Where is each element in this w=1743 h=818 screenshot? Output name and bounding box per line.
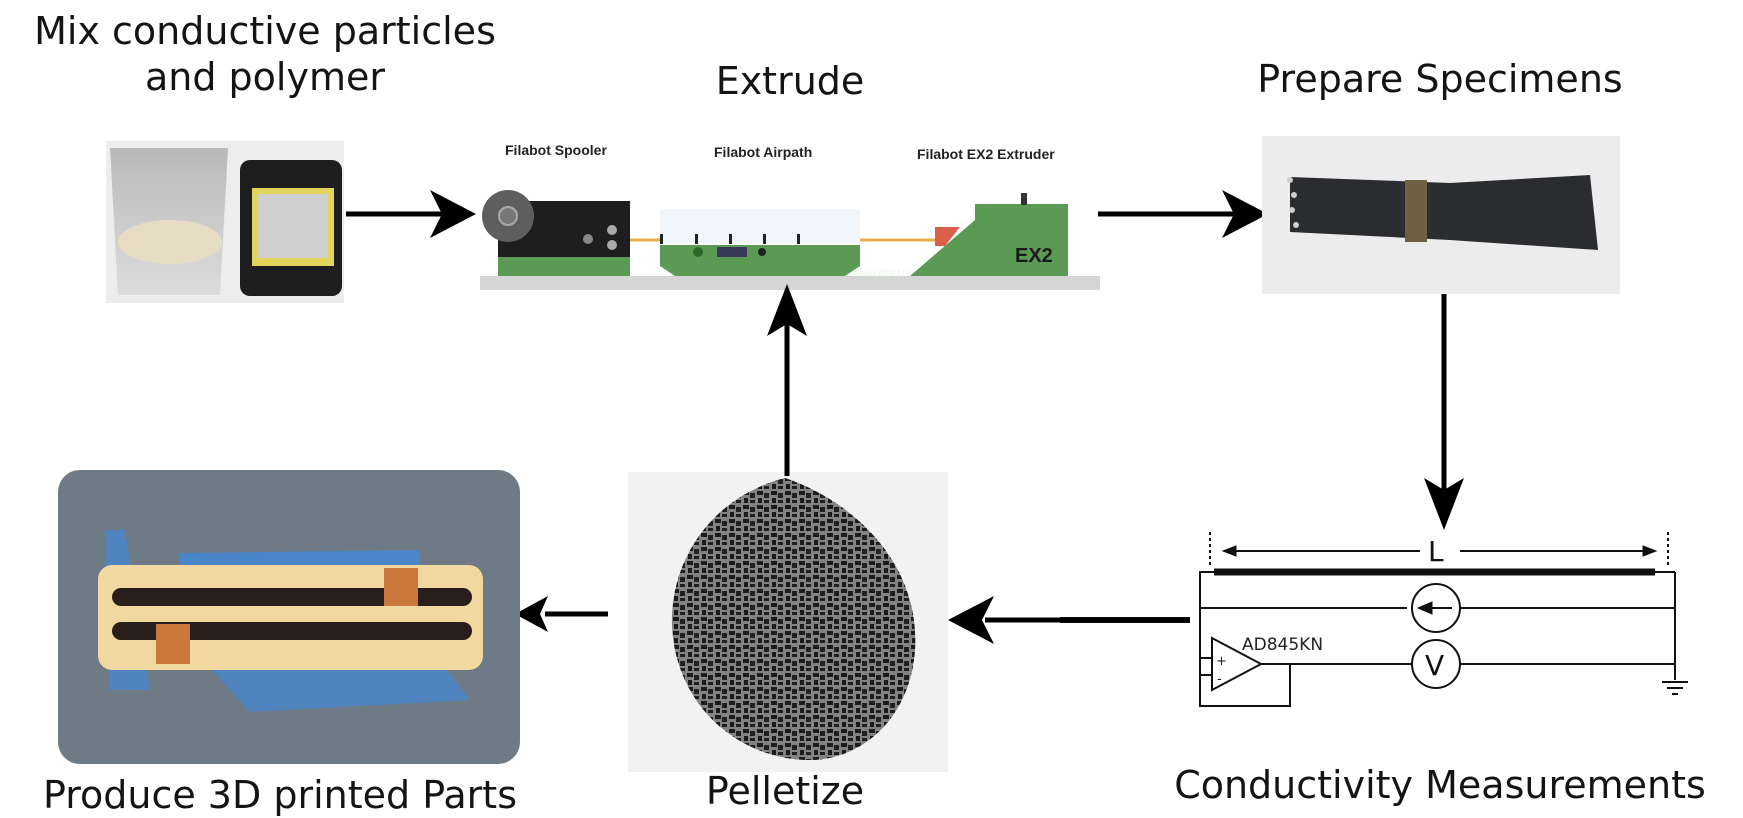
- opamp-symbol: [1211, 636, 1264, 692]
- ground-icon: [1662, 681, 1688, 695]
- extrusion-line: EX2: [480, 190, 1100, 290]
- specimens-photo: [1262, 136, 1620, 294]
- pelletize-step-title: Pelletize: [705, 769, 865, 813]
- mix-title-line1: Mix conductive particles: [34, 9, 496, 53]
- filabot-spooler: [482, 190, 630, 276]
- filabot-ex2-extruder: EX2: [910, 193, 1068, 276]
- spooler-label: Filabot Spooler: [505, 142, 607, 158]
- prepare-step-title: Prepare Specimens: [1257, 57, 1623, 101]
- printed-part: [98, 565, 483, 670]
- conductivity-step-title: Conductivity Measurements: [1174, 763, 1706, 807]
- opamp-minus: -: [1217, 672, 1222, 687]
- mix-title-line2: and polymer: [144, 55, 385, 99]
- copper-tape-1: [384, 568, 418, 606]
- extruder-nozzle: [935, 227, 960, 246]
- arrow-mix-to-extrude: [346, 190, 476, 238]
- polymer-powder: [118, 220, 222, 264]
- filabot-airpath: [660, 209, 860, 276]
- arrow-extrude-to-prepare: [1098, 190, 1268, 238]
- arrow-prepare-to-conductivity: [1424, 294, 1464, 530]
- base-platform: [480, 276, 1100, 290]
- opamp-label: AD845KN: [1242, 635, 1323, 655]
- mix-photo: [106, 141, 344, 303]
- opamp-plus: +: [1216, 654, 1227, 669]
- arrow-conductivity-to-pelletize: [948, 596, 1190, 644]
- airpath-label: Filabot Airpath: [714, 144, 813, 160]
- airpath-brand: filabot AIRPATH: [855, 269, 912, 278]
- voltmeter-symbol: V: [1425, 649, 1444, 682]
- printed-part-photo: [58, 470, 520, 764]
- extruder-label: Filabot EX2 Extruder: [917, 146, 1055, 162]
- arrow-pelletize-to-produce: [515, 596, 608, 632]
- extrude-step-title: Extrude: [715, 59, 865, 103]
- rubber-band: [1405, 180, 1427, 242]
- length-label: L: [1428, 535, 1444, 568]
- extruder-logo: EX2: [1015, 245, 1053, 267]
- arrow-pelletize-to-extrude: [767, 284, 807, 476]
- pellets-photo: [628, 472, 948, 772]
- mix-step-title: Mix conductive particles and polymer: [0, 8, 530, 100]
- copper-tape-2: [156, 624, 190, 664]
- produce-step-title: Produce 3D printed Parts: [42, 773, 518, 817]
